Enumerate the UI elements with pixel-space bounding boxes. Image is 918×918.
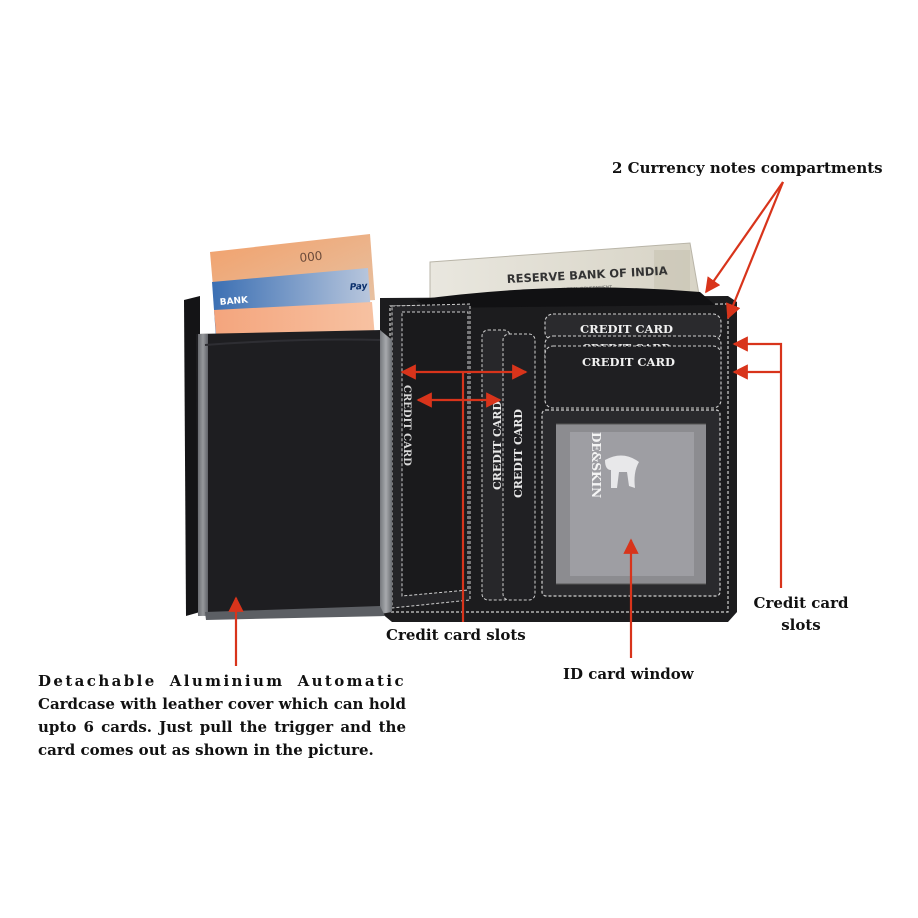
vertical-slots: CREDIT CARD CREDIT CARD [481, 329, 536, 601]
card-case [184, 296, 392, 620]
credit-card-slot-3: CREDIT CARD [544, 345, 722, 409]
credit-card-slots-center-label: Credit card slots [386, 626, 526, 644]
brand-text: DE&SKIN [589, 432, 603, 498]
credit-card-slot-1: CREDIT CARD [544, 313, 722, 341]
card-bank-text: BANK [219, 295, 249, 308]
cardcase-description: Detachable Aluminium Automatic Cardcase … [38, 670, 406, 762]
credit-card-slots-right-line2: slots [781, 616, 821, 634]
slot-label-1: CREDIT CARD [580, 322, 673, 336]
vertical-slot-label-3: CREDIT CARD [512, 409, 525, 498]
slot-label-3: CREDIT CARD [582, 355, 675, 369]
cardcase-description-rest: Cardcase with leather cover which can ho… [38, 695, 406, 759]
id-card-window-label: ID card window [563, 665, 694, 683]
vertical-slot-label-1: CREDIT CARD [401, 385, 412, 466]
card-number-text: 000 [299, 249, 323, 265]
currency-compartments-label: 2 Currency notes compartments [612, 159, 883, 177]
annotation-arrows [228, 181, 785, 666]
credit-card-slots-right-label: Credit card slots [748, 592, 854, 636]
card-pay-text: Pay [349, 281, 369, 293]
cardcase-description-line1: Detachable Aluminium Automatic [38, 672, 406, 690]
arrow-credit-right-1 [732, 336, 783, 588]
vertical-slot-label-2: CREDIT CARD [491, 401, 504, 490]
credit-card-slots-right-line1: Credit card [753, 594, 849, 612]
arrow-currency-2 [726, 181, 785, 320]
arrow-currency-1 [705, 181, 784, 294]
wallet-left-panel: CREDIT CARD [391, 303, 471, 609]
